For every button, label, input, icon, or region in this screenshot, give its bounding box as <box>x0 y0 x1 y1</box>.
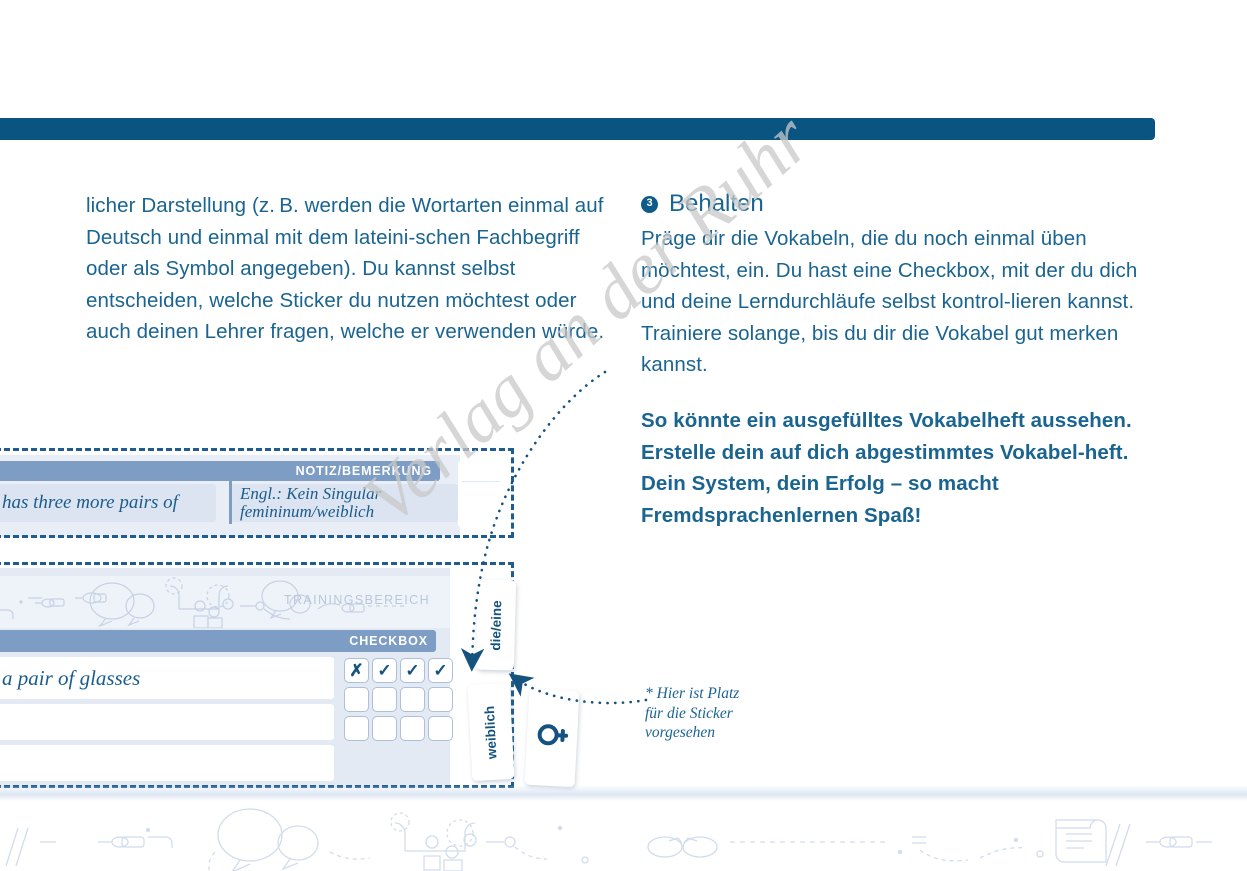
training-band-lineart <box>0 577 408 628</box>
sticker-label: die/eine <box>487 599 505 651</box>
column-header-checkbox: CHECKBOX <box>0 630 436 652</box>
footnote-line-1: * Hier ist Platz <box>645 685 740 702</box>
header-band <box>0 118 1155 140</box>
sticker-venus-symbol[interactable] <box>524 688 580 788</box>
training-band: TRAININGSBEREICH <box>0 576 450 628</box>
left-column-paragraph: licher Darstellung (z. B. werden die Wor… <box>86 194 605 344</box>
checkbox[interactable] <box>372 687 397 712</box>
checkbox[interactable] <box>344 687 369 712</box>
sticker-die-eine[interactable]: die/eine <box>475 579 517 671</box>
checkbox[interactable]: ✓ <box>400 658 425 683</box>
footer-decoration <box>0 790 1247 871</box>
section-heading-label: Behalten <box>669 190 764 217</box>
right-column-paragraph: Präge dir die Vokabeln, die du noch einm… <box>641 227 1138 377</box>
sticker-weiblich[interactable]: weiblich <box>467 682 515 782</box>
right-column: 3 Behalten Präge dir die Vokabeln, die d… <box>641 188 1161 531</box>
vocab-note-cell: Engl.: Kein Singular femininum/weiblich <box>230 484 458 522</box>
highlight-frame-top <box>0 448 514 538</box>
checkbox[interactable]: ✓ <box>372 658 397 683</box>
checkbox-grid: ✗ ✓ ✓ ✓ <box>344 658 453 741</box>
vocab-row <box>0 745 334 781</box>
venus-icon <box>537 724 569 746</box>
section-heading: 3 Behalten <box>641 188 1161 220</box>
sticker-label: weiblich <box>482 705 500 759</box>
vocab-row-term: a pair of glasses <box>2 665 141 690</box>
checkbox[interactable] <box>428 716 453 741</box>
vocab-row <box>0 704 334 740</box>
vocab-term-cell: has three more pairs of <box>0 484 216 522</box>
checkbox[interactable]: ✓ <box>428 658 453 683</box>
vocab-note-line-2: femininum/weiblich <box>240 502 375 521</box>
step-number-badge: 3 <box>641 195 658 213</box>
vocab-note-line-1: Engl.: Kein Singular <box>240 484 382 503</box>
checkbox[interactable] <box>372 716 397 741</box>
vocab-row: a pair of glasses <box>0 657 334 699</box>
checkbox[interactable] <box>428 687 453 712</box>
checkbox[interactable]: ✗ <box>344 658 369 683</box>
left-column: licher Darstellung (z. B. werden die Wor… <box>86 190 606 348</box>
highlight-frame-bottom <box>0 562 514 788</box>
checkbox[interactable] <box>344 716 369 741</box>
footer-fade <box>0 785 1247 801</box>
footnote-line-3: vorgesehen <box>645 724 716 741</box>
footnote-line-2: für die Sticker <box>645 704 733 722</box>
sticker-footnote: * Hier ist Platz für die Sticker vorgese… <box>645 684 739 743</box>
column-header-notiz: NOTIZ/BEMERKUNG <box>0 461 440 481</box>
column-divider <box>229 472 232 524</box>
right-column-bold-paragraph: So könnte ein ausgefülltes Vokabelheft a… <box>641 408 1132 527</box>
checkbox[interactable] <box>400 687 425 712</box>
training-band-label: TRAININGSBEREICH <box>283 593 430 607</box>
checkbox[interactable] <box>400 716 425 741</box>
footer-lineart <box>5 808 1212 871</box>
